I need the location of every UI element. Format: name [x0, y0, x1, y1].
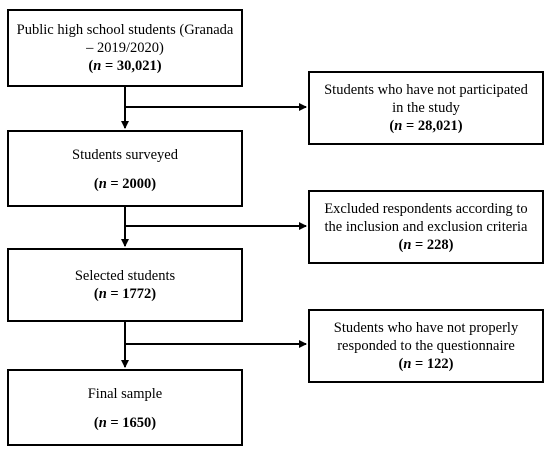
box-not-participated: Students who have not participated in th…: [308, 71, 544, 145]
box-2-count: (n = 2000): [93, 176, 157, 192]
box-students-surveyed: Students surveyed (n = 2000): [7, 130, 243, 207]
side-3-count: (n = 122): [398, 356, 454, 372]
side-3-line-1: Students who have not properly: [333, 320, 519, 336]
box-3-line-1: Selected students: [74, 268, 176, 284]
side-1-count: (n = 28,021): [389, 118, 463, 134]
side-3-line-2: responded to the questionnaire: [337, 338, 515, 354]
box-4-count: (n = 1650): [93, 415, 157, 431]
box-not-properly-responded: Students who have not properly responded…: [308, 309, 544, 383]
box-public-students: Public high school students (Granada – 2…: [7, 9, 243, 87]
box-selected-students: Selected students (n = 1772): [7, 248, 243, 322]
box-4-line-1: Final sample: [87, 386, 163, 402]
side-2-line-1: Excluded respondents according to: [324, 201, 528, 217]
side-1-line-2: in the study: [392, 100, 460, 116]
box-1-line-2: – 2019/2020): [86, 40, 164, 56]
box-1-count: (n = 30,021): [88, 58, 162, 74]
box-excluded-respondents: Excluded respondents according to the in…: [308, 190, 544, 264]
box-2-line-1: Students surveyed: [72, 147, 178, 163]
side-2-count: (n = 228): [398, 237, 454, 253]
box-final-sample: Final sample (n = 1650): [7, 369, 243, 446]
side-1-line-1: Students who have not participated: [324, 82, 528, 98]
box-3-count: (n = 1772): [93, 286, 157, 302]
side-2-line-2: the inclusion and exclusion criteria: [324, 219, 528, 235]
box-1-line-1: Public high school students (Granada: [16, 22, 234, 38]
